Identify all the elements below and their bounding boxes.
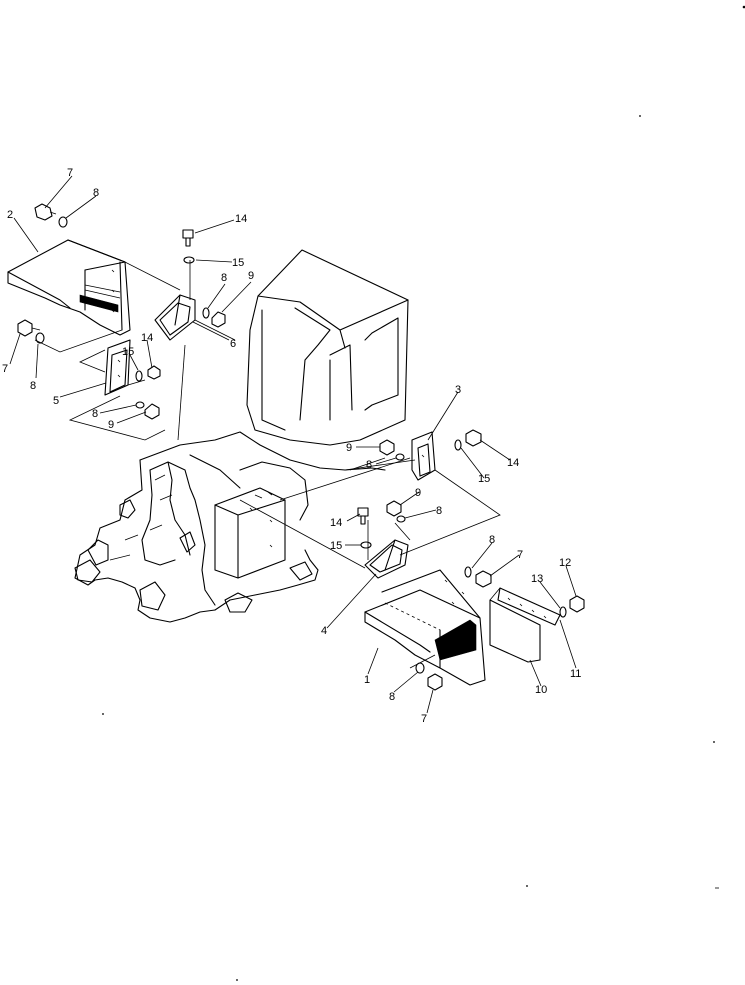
callout-labels: 7 8 2 14 15 8 9 6 7 8 14 15 5 8 9 3 9 8 … <box>2 167 581 725</box>
callout-14: 14 <box>235 213 247 225</box>
callout-2: 2 <box>7 209 13 221</box>
callout-7: 7 <box>421 713 427 725</box>
callout-12: 12 <box>559 557 571 569</box>
callout-4: 4 <box>321 625 327 637</box>
bracket-6 <box>154 294 196 341</box>
cover-left-upper <box>7 239 131 336</box>
callout-5: 5 <box>53 395 59 407</box>
bracket-4 <box>364 539 409 579</box>
callout-15: 15 <box>478 473 490 485</box>
callout-10: 10 <box>535 684 547 696</box>
callout-13: 13 <box>531 573 543 585</box>
hardware <box>17 203 585 691</box>
callout-8: 8 <box>389 691 395 703</box>
callout-14: 14 <box>507 457 519 469</box>
callout-14: 14 <box>330 517 342 529</box>
callout-7: 7 <box>2 363 8 375</box>
callout-9: 9 <box>248 270 254 282</box>
callout-9: 9 <box>108 419 114 431</box>
callout-6: 6 <box>230 338 236 350</box>
leader-lines <box>9 175 577 714</box>
callout-8: 8 <box>221 272 227 284</box>
center-housing <box>214 487 286 579</box>
callout-8: 8 <box>489 534 495 546</box>
callout-9: 9 <box>346 442 352 454</box>
callout-14: 14 <box>141 332 153 344</box>
callout-15: 15 <box>330 540 342 552</box>
callout-1: 1 <box>364 674 370 686</box>
callout-7: 7 <box>517 549 523 561</box>
callout-11: 11 <box>570 668 581 680</box>
scan-specks <box>102 5 745 981</box>
bracket-3 <box>411 431 436 481</box>
cab <box>246 249 409 446</box>
side-plate <box>489 587 561 663</box>
assembly-lines <box>34 260 501 669</box>
callout-8: 8 <box>366 459 372 471</box>
callout-8: 8 <box>436 505 442 517</box>
callout-9: 9 <box>415 487 421 499</box>
callout-15: 15 <box>122 346 134 358</box>
callout-8: 8 <box>92 408 98 420</box>
callout-8: 8 <box>93 187 99 199</box>
callout-7: 7 <box>67 167 73 179</box>
bracket-5 <box>104 339 131 396</box>
callout-15: 15 <box>232 257 244 269</box>
callout-3: 3 <box>455 384 461 396</box>
cover-right-lower <box>364 569 486 686</box>
machine-frame <box>74 431 386 623</box>
callout-8: 8 <box>30 380 36 392</box>
